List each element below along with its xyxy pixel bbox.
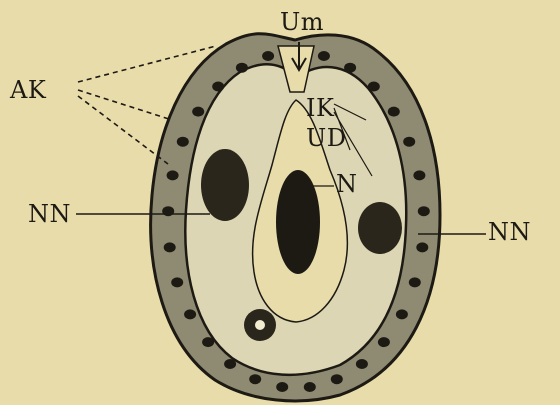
outer-cell-nucleus bbox=[262, 51, 274, 61]
outer-cell-nucleus bbox=[331, 374, 343, 384]
outer-cell-nucleus bbox=[162, 206, 174, 216]
outer-cell-nucleus bbox=[224, 359, 236, 369]
nucleus-mass-right bbox=[358, 202, 402, 254]
nucleus-lower-left-core bbox=[255, 320, 265, 330]
nucleus-mass-left bbox=[201, 149, 249, 221]
label-n: N bbox=[336, 172, 358, 196]
outer-cell-nucleus bbox=[409, 277, 421, 287]
outer-cell-nucleus bbox=[212, 82, 224, 92]
outer-cell-nucleus bbox=[403, 137, 415, 147]
outer-cell-nucleus bbox=[177, 137, 189, 147]
outer-cell-nucleus bbox=[418, 206, 430, 216]
outer-cell-nucleus bbox=[416, 242, 428, 252]
outer-cell-nucleus bbox=[184, 309, 196, 319]
label-ik: IK bbox=[306, 96, 334, 120]
outer-cell-nucleus bbox=[304, 382, 316, 392]
outer-cell-nucleus bbox=[171, 277, 183, 287]
outer-cell-nucleus bbox=[378, 337, 390, 347]
central-nucleus-cluster bbox=[276, 170, 320, 274]
outer-cell-nucleus bbox=[318, 51, 330, 61]
label-ud: UD bbox=[306, 126, 346, 150]
outer-cell-nucleus bbox=[413, 170, 425, 180]
label-nn-left: NN bbox=[28, 202, 71, 226]
outer-cell-nucleus bbox=[236, 63, 248, 73]
outer-cell-nucleus bbox=[344, 63, 356, 73]
outer-cell-nucleus bbox=[192, 107, 204, 117]
label-ak: AK bbox=[10, 78, 46, 102]
label-nn-right: NN bbox=[488, 220, 531, 244]
outer-cell-nucleus bbox=[356, 359, 368, 369]
outer-cell-nucleus bbox=[368, 82, 380, 92]
outer-cell-nucleus bbox=[167, 170, 179, 180]
outer-cell-nucleus bbox=[202, 337, 214, 347]
outer-cell-nucleus bbox=[164, 242, 176, 252]
outer-cell-nucleus bbox=[396, 309, 408, 319]
label-um: Um bbox=[280, 10, 324, 34]
outer-cell-nucleus bbox=[249, 374, 261, 384]
outer-cell-nucleus bbox=[276, 382, 288, 392]
outer-cell-nucleus bbox=[388, 107, 400, 117]
